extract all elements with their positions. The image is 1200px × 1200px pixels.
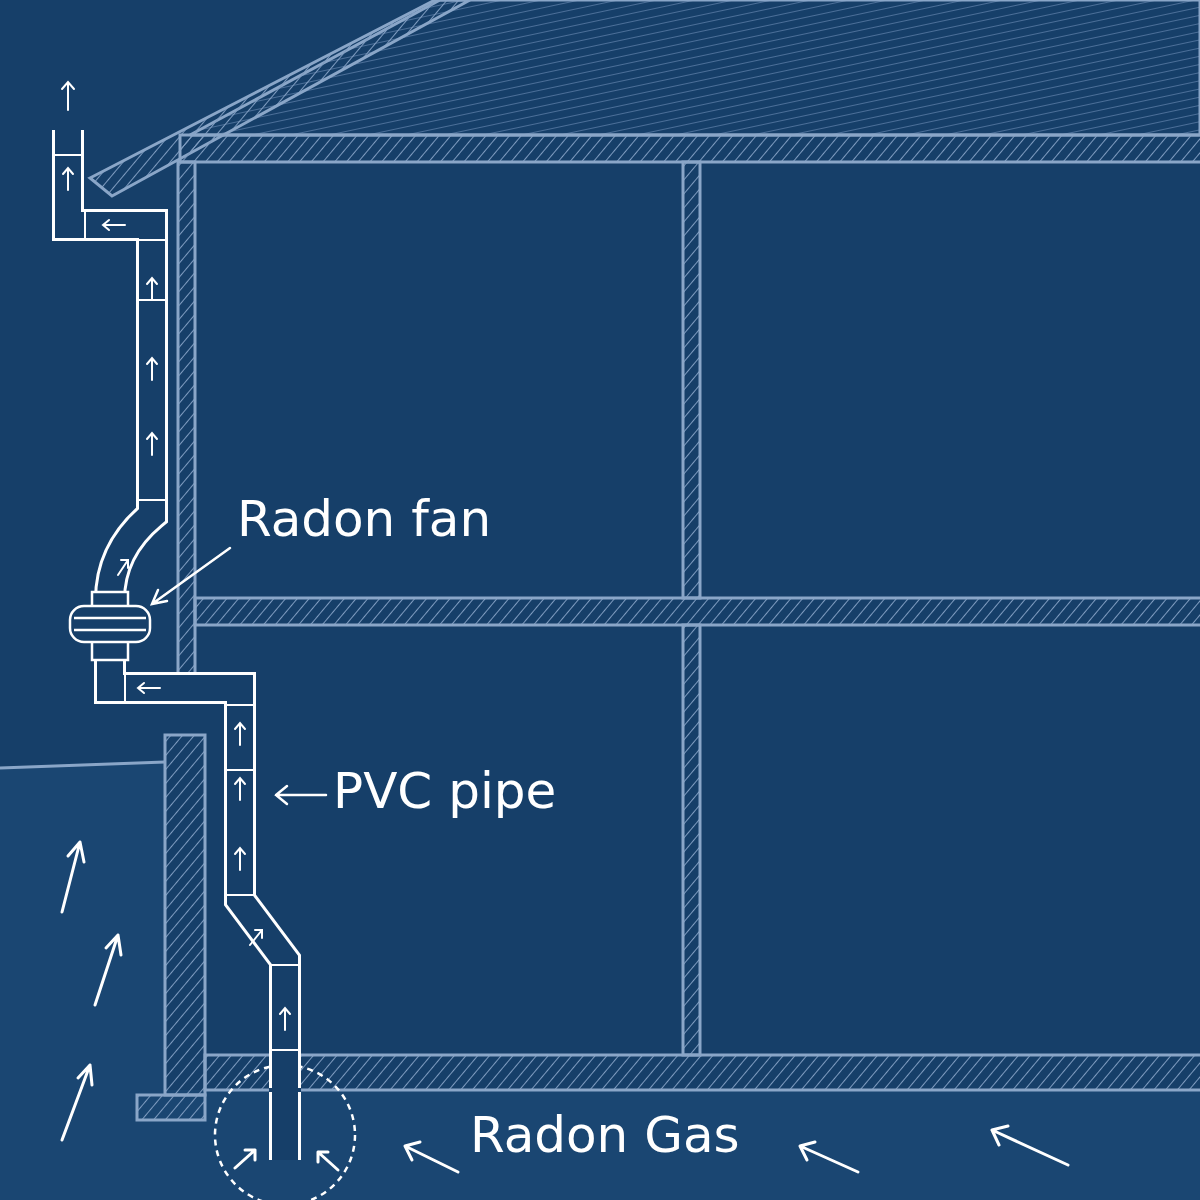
- radon-gas-arrow: [62, 842, 1068, 1172]
- fan-label: Radon fan: [237, 494, 491, 544]
- gas-label: Radon Gas: [470, 1110, 740, 1160]
- roof: [90, 0, 1200, 196]
- flow-arrow: [62, 82, 290, 1030]
- pvc-pipe: [52, 130, 301, 1160]
- radon-fan: [70, 592, 150, 660]
- pipe-label: PVC pipe: [333, 766, 556, 816]
- leader-line: [152, 548, 326, 804]
